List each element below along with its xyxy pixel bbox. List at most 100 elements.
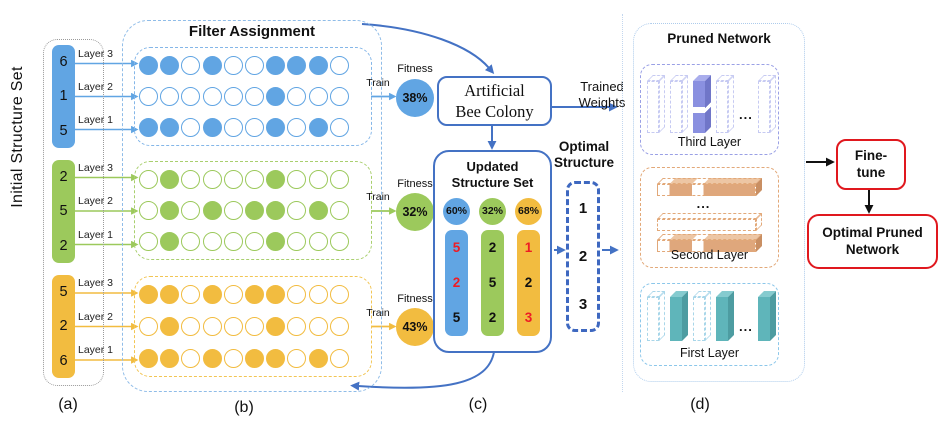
filter-circle-empty <box>181 170 201 189</box>
filter-circle-empty <box>287 87 307 106</box>
prism-outline-teal <box>647 291 665 341</box>
filter-assignment-title: Filter Assignment <box>188 23 316 40</box>
filter-circle-empty <box>287 118 307 137</box>
filter-group-yellow <box>134 276 372 377</box>
structure-value: 5 <box>59 284 68 301</box>
filter-row <box>139 170 371 189</box>
ellipsis: ... <box>739 318 753 334</box>
filter-circle-empty <box>139 232 158 251</box>
train-label: Train <box>366 191 390 203</box>
pruned-network-title: Pruned Network <box>667 31 771 46</box>
filter-circle-kept <box>308 118 328 137</box>
filter-circle-empty <box>329 201 349 220</box>
fine-tune-box: Fine- tune <box>836 139 906 190</box>
ellipsis: ... <box>739 106 753 122</box>
optimal-value: 3 <box>578 296 588 314</box>
trained-weights-label: Trained Weights <box>578 79 626 110</box>
filter-circle-kept <box>266 348 286 368</box>
filter-circle-kept <box>139 348 158 368</box>
filter-circle-empty <box>308 170 328 189</box>
ellipsis: ... <box>696 196 711 211</box>
filter-circle-kept <box>160 348 180 368</box>
filter-circle-empty <box>329 232 349 251</box>
filter-circle-empty <box>244 232 264 251</box>
structure-value: 5 <box>59 203 68 220</box>
filter-circle-empty <box>244 118 264 137</box>
prism-filled-teal <box>757 291 776 341</box>
filter-circle-empty <box>287 170 307 189</box>
first-layer-prisms: ... <box>641 284 778 341</box>
filter-circle-kept <box>244 285 264 305</box>
filter-circle-empty <box>181 348 201 368</box>
filter-row <box>139 56 371 75</box>
optimal-value: 1 <box>578 199 588 217</box>
filter-row <box>139 232 371 251</box>
section-label-c: (c) <box>468 396 488 413</box>
filter-circle-empty <box>139 201 158 220</box>
prism-outline-purple <box>716 75 734 133</box>
filter-circle-empty <box>329 316 349 336</box>
fitness-circle-yellow: 43% <box>396 308 434 346</box>
structure-value: 6 <box>59 352 68 369</box>
filter-circle-kept <box>202 56 222 75</box>
filter-circle-kept <box>308 56 328 75</box>
filter-group-green <box>134 161 372 260</box>
initial-structure-bar-blue: 6 1 5 <box>52 45 75 148</box>
filter-circle-empty <box>181 232 201 251</box>
filter-circle-kept <box>266 232 286 251</box>
layer-label: Layer 3 <box>78 162 114 174</box>
prism-outline-purple <box>757 75 776 133</box>
second-layer-label: Second Layer <box>670 248 749 262</box>
prism-outline-purple <box>670 75 688 133</box>
filter-circle-kept <box>244 201 264 220</box>
structure-value: 5 <box>488 274 497 290</box>
abc-title-line1: Artificial <box>464 80 525 100</box>
structure-value: 2 <box>59 318 68 335</box>
filter-circle-empty <box>223 87 243 106</box>
filter-circle-empty <box>223 316 243 336</box>
filter-circle-kept <box>308 201 328 220</box>
filter-circle-empty <box>329 285 349 305</box>
filter-circle-empty <box>181 285 201 305</box>
filter-circle-empty <box>329 170 349 189</box>
layer-label: Layer 3 <box>78 277 114 289</box>
structure-value: 2 <box>488 310 497 326</box>
structure-value: 1 <box>524 239 533 255</box>
filter-assignment-box <box>122 20 382 392</box>
structure-value: 5 <box>452 310 461 326</box>
optimal-value: 2 <box>578 247 588 265</box>
filter-circle-kept <box>266 316 286 336</box>
structure-value: 2 <box>524 274 533 290</box>
filter-circle-kept <box>244 348 264 368</box>
layer-label: Layer 2 <box>78 195 114 207</box>
filter-circle-empty <box>244 170 264 189</box>
third-layer-prisms: ... <box>641 65 778 133</box>
fitness-percent-badge: 68% <box>515 197 542 225</box>
prism-outline-purple <box>647 75 665 133</box>
filter-circle-kept <box>160 56 180 75</box>
layer-label: Layer 1 <box>78 114 114 126</box>
filter-circle-empty <box>329 348 349 368</box>
third-layer-box: ... Third Layer <box>640 64 779 155</box>
fitness-label: Fitness <box>397 293 433 305</box>
filter-circle-kept <box>202 201 222 220</box>
optimal-pruned-network-box: Optimal Pruned Network <box>807 214 938 269</box>
filter-circle-kept <box>266 201 286 220</box>
first-layer-box: ... First Layer <box>640 283 779 366</box>
prism-filled-teal <box>670 291 688 341</box>
filter-circle-empty <box>223 348 243 368</box>
filter-circle-empty <box>139 87 158 106</box>
artificial-bee-colony-box: Artificial Bee Colony <box>437 76 552 126</box>
initial-structure-set-container <box>43 39 104 386</box>
filter-circle-empty <box>160 87 180 106</box>
filter-circle-empty <box>244 87 264 106</box>
fitness-circle-blue: 38% <box>396 79 434 117</box>
filter-circle-empty <box>329 87 349 106</box>
filter-circle-empty <box>329 118 349 137</box>
fitness-percent-badge: 32% <box>479 197 506 225</box>
